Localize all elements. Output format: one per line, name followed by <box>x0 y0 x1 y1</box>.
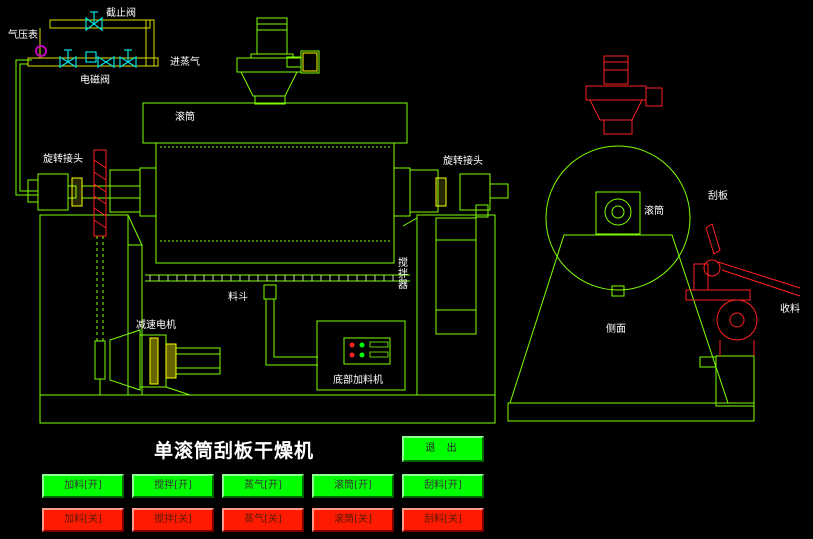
stir-on-button[interactable]: 搅拌[开] <box>132 474 214 498</box>
page-title: 单滚筒刮板干燥机 <box>154 440 315 462</box>
label-rotary-joint-left: 旋转接头 <box>43 154 83 165</box>
scraper-assembly <box>685 223 801 356</box>
label-drum-side: 滚筒 <box>644 206 664 217</box>
label-bottom-feeder: 底部加料机 <box>333 375 383 386</box>
side-view-machine <box>507 145 755 422</box>
yellow-parts <box>71 52 447 385</box>
steam-line-green <box>15 59 38 196</box>
control-panel <box>349 341 389 358</box>
label-rotary-joint-right: 旋转接头 <box>443 156 483 167</box>
feed-on-button[interactable]: 加料[开] <box>42 474 124 498</box>
drum-off-button[interactable]: 滚筒[关] <box>312 508 394 532</box>
drum-on-button[interactable]: 滚筒[开] <box>312 474 394 498</box>
scrape-off-button[interactable]: 刮料[关] <box>402 508 484 532</box>
label-drum: 滚筒 <box>175 112 195 123</box>
label-stop-valve: 截止阀 <box>106 8 136 19</box>
label-steam-inlet: 进蒸气 <box>170 57 200 68</box>
label-stirrer-3: 器 <box>398 280 408 291</box>
scrape-on-button[interactable]: 刮料[开] <box>402 474 484 498</box>
label-scraper: 刮板 <box>708 191 728 202</box>
label-pressure-gauge: 气压表 <box>8 30 38 41</box>
pressure-gauge-icon <box>35 45 47 57</box>
stirrer-ticks <box>149 275 403 281</box>
label-discharge: 收料 <box>780 304 800 315</box>
solenoid-valve-group <box>59 49 137 69</box>
stir-off-button[interactable]: 搅拌[关] <box>132 508 214 532</box>
steam-off-button[interactable]: 蒸气[关] <box>222 508 304 532</box>
label-gear-motor: 减速电机 <box>136 320 176 331</box>
drive-gear <box>93 149 107 237</box>
label-side-view: 侧面 <box>606 324 626 335</box>
stop-valve-icon <box>85 11 103 32</box>
steam-piping <box>27 19 159 67</box>
label-hopper: 料斗 <box>228 292 248 303</box>
exit-button[interactable]: 退 出 <box>402 436 484 462</box>
label-stirrer-1: 搅 <box>398 258 408 269</box>
side-feed-motor <box>585 55 663 135</box>
label-solenoid-valve: 电磁阀 <box>80 75 110 86</box>
steam-on-button[interactable]: 蒸气[开] <box>222 474 304 498</box>
front-machine <box>27 17 509 424</box>
label-stirrer-2: 拌 <box>398 269 408 280</box>
feed-off-button[interactable]: 加料[关] <box>42 508 124 532</box>
chain-dashed <box>96 236 104 341</box>
